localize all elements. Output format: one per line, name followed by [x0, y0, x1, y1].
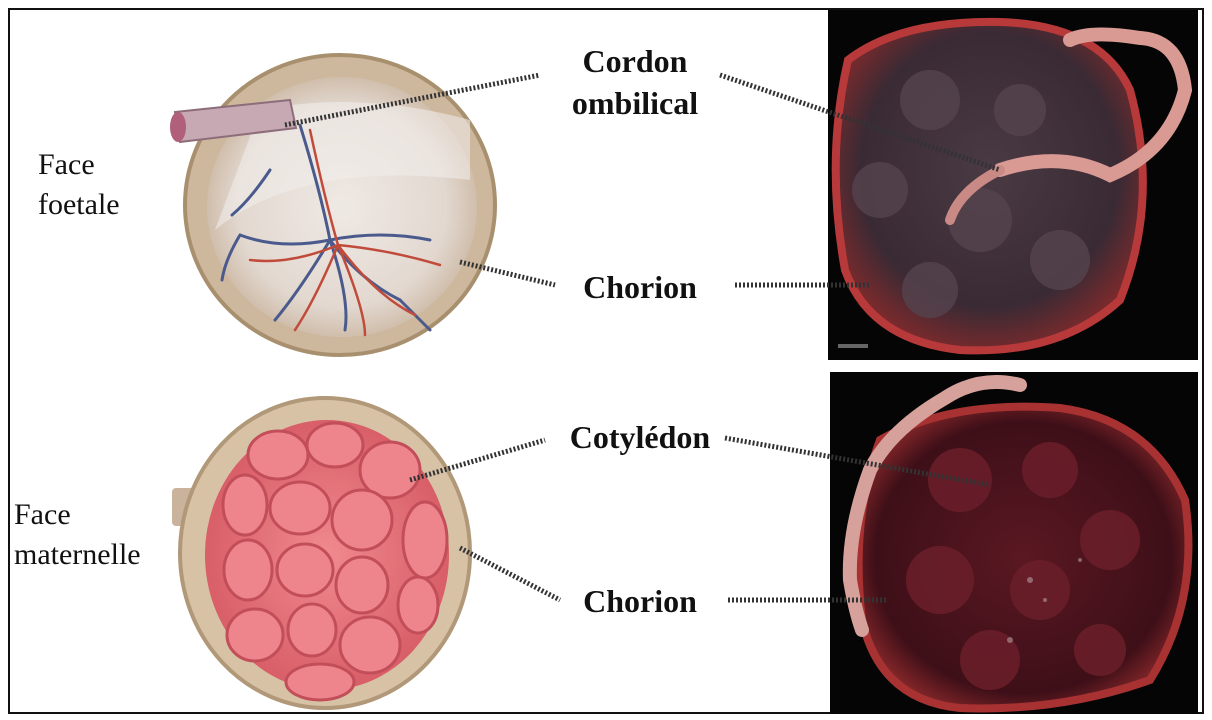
- chorion-bottom-label: Chorion: [560, 580, 720, 622]
- cordon-ombilical-line2: ombilical: [555, 82, 715, 124]
- cordon-ombilical-line1: Cordon: [555, 40, 715, 82]
- cotyledon-label: Cotylédon: [550, 416, 730, 458]
- leader-chorion-bottom-left: [460, 548, 560, 600]
- maternal-face-illustration: [172, 398, 470, 708]
- face-maternelle-label: Face maternelle: [14, 495, 141, 575]
- face-maternelle-line1: Face: [14, 495, 141, 535]
- face-foetale-label: Face foetale: [38, 145, 120, 225]
- fetal-face-illustration: [170, 55, 495, 355]
- face-foetale-line1: Face: [38, 145, 120, 185]
- maternal-face-photo: [830, 372, 1198, 714]
- chorion-top-label: Chorion: [560, 266, 720, 308]
- face-maternelle-line2: maternelle: [14, 535, 141, 575]
- face-foetale-line2: foetale: [38, 185, 120, 225]
- cordon-ombilical-label: Cordon ombilical: [555, 40, 715, 124]
- fetal-face-photo: [828, 10, 1198, 360]
